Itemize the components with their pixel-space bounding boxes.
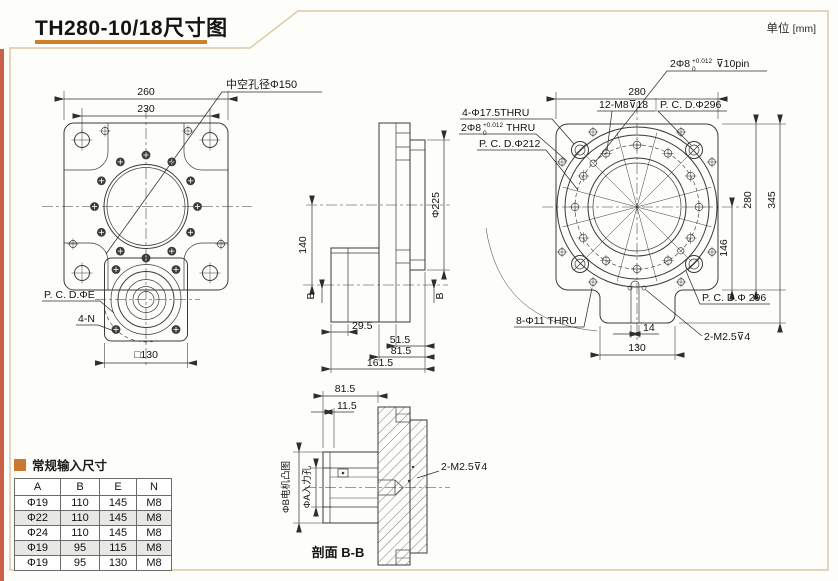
rear-pin-thru-note: 2Φ8 [461,122,481,134]
cell: Φ19 [14,495,61,511]
cell: 110 [60,510,100,526]
section-dim-11-5: 11.5 [337,400,357,412]
rear-pin-note-suffix: ⊽10pin [716,58,750,70]
rear-tap-note: 12-M8⊽18 [599,99,648,111]
left-accent-strip [0,49,4,581]
rear-pcd296-bottom: P. C. D.Φ 296 [702,292,766,304]
title-underline [35,40,207,44]
cell: 115 [99,540,137,556]
cell: 145 [99,525,137,541]
unit-value: [mm] [792,23,816,35]
front-pcd-label: P. C. D.ΦE [44,289,95,301]
section-arrow-b-left: B [305,292,317,299]
cell: Φ19 [14,555,61,571]
front-hollow-bore-label: 中空孔径Φ150 [226,77,297,91]
front-view: 260 230 中空孔径Φ150 P. C. D.ΦE 4-N □130 [42,77,322,368]
page-frame [9,10,829,571]
spec-table-grid: A B E N Φ19 110 145 M8 Φ22 110 145 M8 Φ2… [14,478,172,571]
rear-pin-thru-suffix: THRU [506,122,535,134]
cell: M8 [136,540,172,556]
rear-sensor-tap-note: 2-M2.5⊽4 [704,331,750,343]
side-dim-29-5: 29.5 [352,320,373,332]
section-view: 81.5 11.5 ΦB电机凸图 ΦA入力孔 2-M2.5⊽4 剖面 B-B [280,383,487,566]
col-header-e: E [99,478,137,496]
col-header-b: B [60,478,100,496]
section-caption: 剖面 B-B [312,545,365,560]
side-dim-140: 140 [297,236,309,254]
cell: Φ19 [14,540,61,556]
section-motor-boss-label: ΦB电机凸图 [280,461,292,513]
cell: M8 [136,495,172,511]
side-dim-81-5: 81.5 [391,345,412,357]
spec-table: 常规输入尺寸 A B E N Φ19 110 145 M8 Φ22 110 14… [14,455,172,571]
table-row: Φ19 110 145 M8 [14,495,172,511]
rear-pin-note-tol-lower: 0 [692,66,696,73]
table-row: Φ19 95 130 M8 [14,555,172,571]
rear-pin-thru-tol-lower: 0 [483,130,487,137]
cell: 145 [99,495,137,511]
table-row: Φ22 110 145 M8 [14,510,172,526]
front-dim-230: 230 [137,103,155,115]
front-screw-label: 4-N [78,313,95,325]
side-dim-161-5: 161.5 [367,357,393,369]
rear-mount-hole-note: 8-Φ11 THRU [516,315,577,327]
cell: M8 [136,510,172,526]
rear-dim-14: 14 [643,322,655,334]
cell: 95 [60,540,100,556]
cell: 110 [60,525,100,541]
side-dim-51-5: 51.5 [390,334,411,346]
rear-dim-345: 345 [766,191,778,209]
spec-table-title: 常规输入尺寸 [32,459,108,473]
table-row: Φ24 110 145 M8 [14,525,172,541]
cell: 130 [99,555,137,571]
cell: M8 [136,525,172,541]
unit-label: 单位 [766,23,790,35]
rear-pin-note-tol-upper: +0.012 [692,58,712,65]
rear-dim-280-right: 280 [742,191,754,209]
rear-pcd296-top: P. C. D.Φ296 [660,99,721,111]
cell: M8 [136,555,172,571]
rear-pin-thru-tol-upper: +0.012 [483,122,503,129]
cell: 145 [99,510,137,526]
cell: 110 [60,495,100,511]
side-view: 140 Φ225 29.5 51.5 81.5 161.5 B B [297,122,450,373]
table-header-row: A B E N [14,478,172,496]
spec-table-caption: 常规输入尺寸 [14,455,172,474]
section-tap-note: 2-M2.5⊽4 [441,461,487,473]
col-header-a: A [14,478,61,496]
cell: Φ22 [14,510,61,526]
col-header-n: N [136,478,172,496]
unit-note: 单位 [mm] [766,20,816,36]
page-title: TH280-10/18尺寸图 [35,17,228,40]
rear-dim-130: 130 [628,342,646,354]
front-dim-130sq: □130 [134,349,158,361]
section-input-bore-label: ΦA入力孔 [301,465,313,508]
rear-view: 280 146 280 345 14 130 2Φ8 +0.012 0 ⊽10p… [459,58,786,360]
rear-dim-146: 146 [718,239,730,257]
rear-dim-280-top: 280 [628,86,646,98]
rear-pcd212: P. C. D.Φ212 [479,138,540,150]
front-dim-260: 260 [137,86,155,98]
table-row: Φ19 95 115 M8 [14,540,172,556]
rear-pin-note: 2Φ8 [670,58,690,70]
cell: Φ24 [14,525,61,541]
side-dim-225: Φ225 [430,192,442,218]
rear-corner-hole-note: 4-Φ17.5THRU [462,107,529,119]
orange-square-bullet [14,458,26,471]
cell: 95 [60,555,100,571]
section-dim-81-5: 81.5 [335,383,356,395]
section-arrow-b-right: B [434,292,446,299]
